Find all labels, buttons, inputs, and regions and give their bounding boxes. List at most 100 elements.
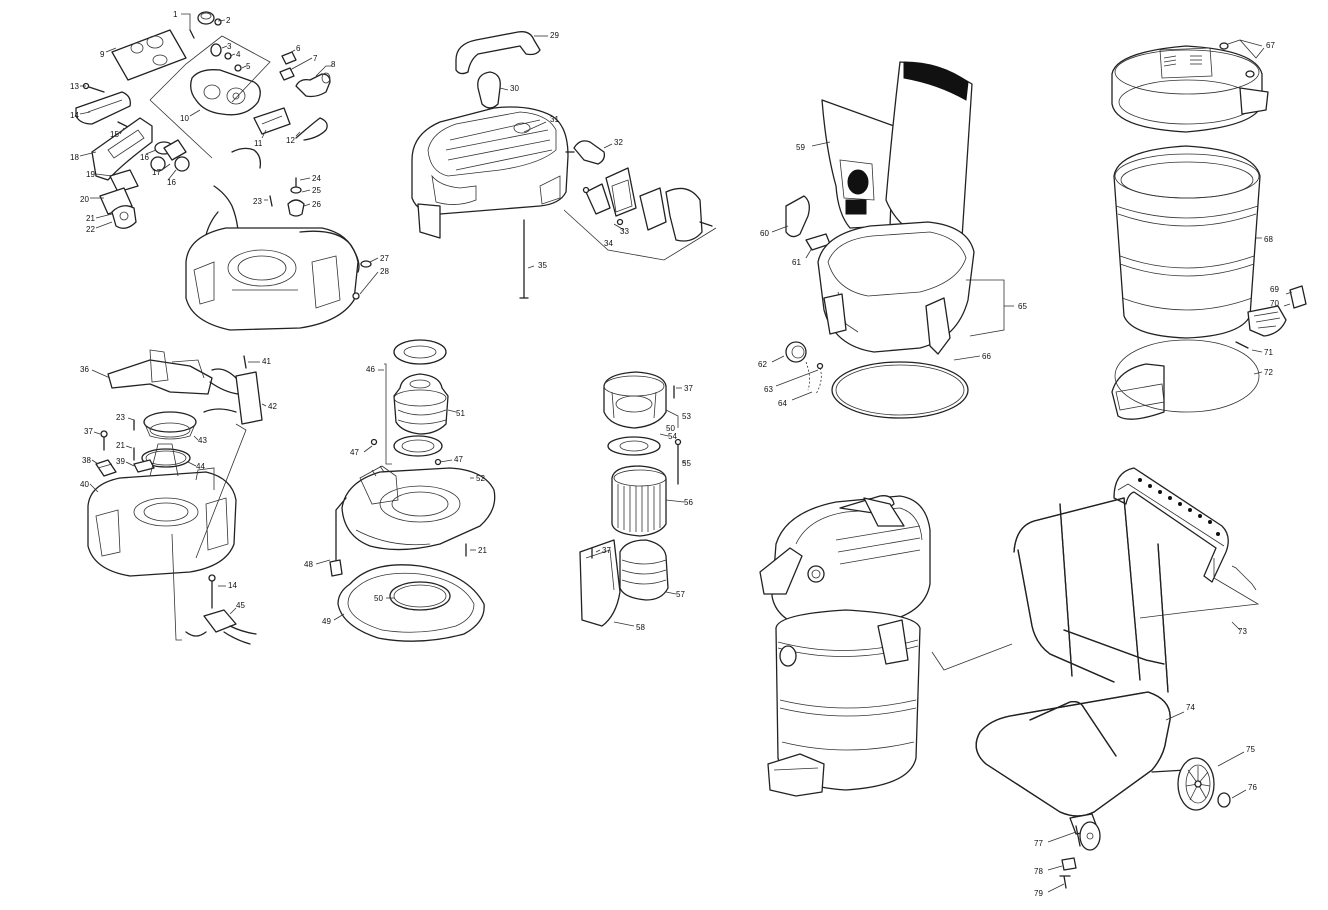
callout-51: 51 <box>456 409 465 418</box>
filter-assembly: 37 53 50 54 55 56 37 57 58 <box>579 371 693 632</box>
control-panel <box>759 547 803 595</box>
callout-47a: 47 <box>350 448 359 457</box>
callout-67: 67 <box>1266 41 1275 50</box>
label-plate <box>111 29 187 81</box>
callout-50a: 50 <box>374 594 383 603</box>
callout-3: 3 <box>227 42 232 51</box>
callout-52: 52 <box>476 474 485 483</box>
callout-18: 18 <box>70 153 79 162</box>
callout-6: 6 <box>296 44 301 53</box>
callout-78: 78 <box>1034 867 1043 876</box>
callout-10: 10 <box>180 114 189 123</box>
callout-47b: 47 <box>454 455 463 464</box>
callout-50b: 50 <box>666 424 675 433</box>
callout-44: 44 <box>196 462 205 471</box>
callout-57: 57 <box>676 590 685 599</box>
bag-and-tank-top: 59 60 61 65 66 62 63 64 <box>758 61 1027 419</box>
head-cover-assembly: 29 30 31 32 33 34 35 <box>411 31 717 299</box>
callout-60: 60 <box>760 229 769 238</box>
callout-55: 55 <box>682 459 691 468</box>
callout-4: 4 <box>236 50 241 59</box>
impeller-housing <box>341 467 496 551</box>
bracket-housing <box>91 117 153 181</box>
callout-48: 48 <box>304 560 313 569</box>
inlet-cap <box>785 341 807 363</box>
band-clamp <box>767 753 825 797</box>
callout-66: 66 <box>982 352 991 361</box>
callout-77: 77 <box>1034 839 1043 848</box>
callout-61: 61 <box>792 258 801 267</box>
bushing <box>287 199 305 217</box>
o-ring-50 <box>389 581 451 611</box>
assembled-vacuum <box>759 495 1013 797</box>
power-plug <box>573 140 606 165</box>
callout-74: 74 <box>1186 703 1195 712</box>
callout-53: 53 <box>682 412 691 421</box>
callout-28: 28 <box>380 267 389 276</box>
handle-clip <box>477 71 501 109</box>
callout-30: 30 <box>510 84 519 93</box>
terminal-block <box>203 609 237 633</box>
callout-41: 41 <box>262 357 271 366</box>
carry-handle <box>455 31 541 75</box>
callout-13: 13 <box>70 82 79 91</box>
callout-20: 20 <box>80 195 89 204</box>
motor-top-ring <box>393 339 447 365</box>
callout-14: 14 <box>70 111 79 120</box>
callout-7: 7 <box>313 54 318 63</box>
brush-holder <box>235 371 263 425</box>
callout-15: 15 <box>110 130 119 139</box>
callout-38: 38 <box>82 456 91 465</box>
switch-housing <box>190 69 261 116</box>
motor <box>393 373 449 435</box>
callout-23: 23 <box>253 197 262 206</box>
callout-17: 17 <box>152 168 161 177</box>
callout-39: 39 <box>116 457 125 466</box>
switch <box>253 107 291 135</box>
callout-62: 62 <box>758 360 767 369</box>
callout-46: 46 <box>366 365 375 374</box>
callout-33: 33 <box>620 227 629 236</box>
callout-68: 68 <box>1264 235 1273 244</box>
callout-54: 54 <box>668 432 677 441</box>
trolley-assembly: 73 74 75 76 77 78 79 <box>975 467 1260 898</box>
callout-65: 65 <box>1018 302 1027 311</box>
head-top-assembly: 1 2 3 4 5 6 7 8 9 10 11 12 13 14 15 16 1… <box>70 10 389 331</box>
tank-band-clamp <box>1111 363 1165 420</box>
callout-5: 5 <box>246 62 251 71</box>
callout-49: 49 <box>322 617 331 626</box>
plug <box>360 260 372 268</box>
pump-unit <box>111 205 137 229</box>
motor-seal <box>143 411 197 433</box>
callout-19: 19 <box>86 170 95 179</box>
callout-9: 9 <box>100 50 105 59</box>
callout-12: 12 <box>286 136 295 145</box>
callout-75: 75 <box>1246 745 1255 754</box>
callout-40: 40 <box>80 480 89 489</box>
filter-bag <box>821 99 895 229</box>
callout-36: 36 <box>80 365 89 374</box>
callout-64: 64 <box>778 399 787 408</box>
callout-73: 73 <box>1238 627 1247 636</box>
callout-23b: 23 <box>116 413 125 422</box>
motor-assembly: 46 51 47 47 52 21 48 49 50 <box>304 339 496 642</box>
callout-11: 11 <box>254 139 263 148</box>
callout-58: 58 <box>636 623 645 632</box>
deflector <box>579 539 621 627</box>
tank <box>1113 145 1261 339</box>
bag-clip <box>785 195 810 238</box>
callout-37: 37 <box>84 427 93 436</box>
handle-cover <box>75 91 131 125</box>
switch-knob <box>197 11 215 25</box>
callout-42: 42 <box>268 402 277 411</box>
callout-71: 71 <box>1264 348 1273 357</box>
filter-cover <box>665 187 703 242</box>
motor-housing-assembly: 36 41 42 23 43 44 37 21 39 38 40 14 45 <box>80 349 277 645</box>
callout-16b: 16 <box>167 178 176 187</box>
tank-top <box>817 221 975 353</box>
air-duct <box>107 359 213 395</box>
tank-seal-ring <box>831 361 969 419</box>
callout-59: 59 <box>796 143 805 152</box>
exhaust-filter <box>605 167 637 217</box>
callout-27: 27 <box>380 254 389 263</box>
